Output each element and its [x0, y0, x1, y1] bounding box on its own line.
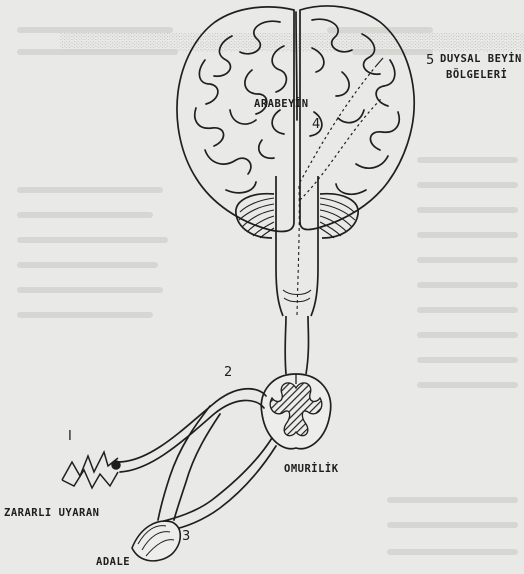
- label-spinal-cord: OMURİLİK: [284, 461, 339, 475]
- muscle: [132, 521, 180, 561]
- harmful-stimulus-symbol: [62, 452, 120, 488]
- label-muscle: ADALE: [96, 556, 130, 568]
- projection-lines: [300, 66, 382, 200]
- label-sensory-areas-1: DUYSAL BEYİN: [440, 51, 522, 65]
- number-3: 3: [182, 529, 190, 544]
- ascending-tract: [297, 186, 299, 315]
- number-1: I: [68, 429, 72, 444]
- ganglia-stripes: [239, 198, 355, 302]
- label-sensory-areas-2: BÖLGELERİ: [446, 67, 507, 81]
- label-harmful-stimulus: ZARARLI UYARAN: [4, 507, 100, 519]
- brain: [177, 6, 414, 231]
- number-4: 4: [312, 117, 320, 132]
- number-2: 2: [224, 365, 232, 380]
- nerve-fibers: [118, 389, 276, 530]
- label-midbrain: ARABEYİN: [254, 96, 309, 110]
- number-5: 5: [426, 53, 434, 68]
